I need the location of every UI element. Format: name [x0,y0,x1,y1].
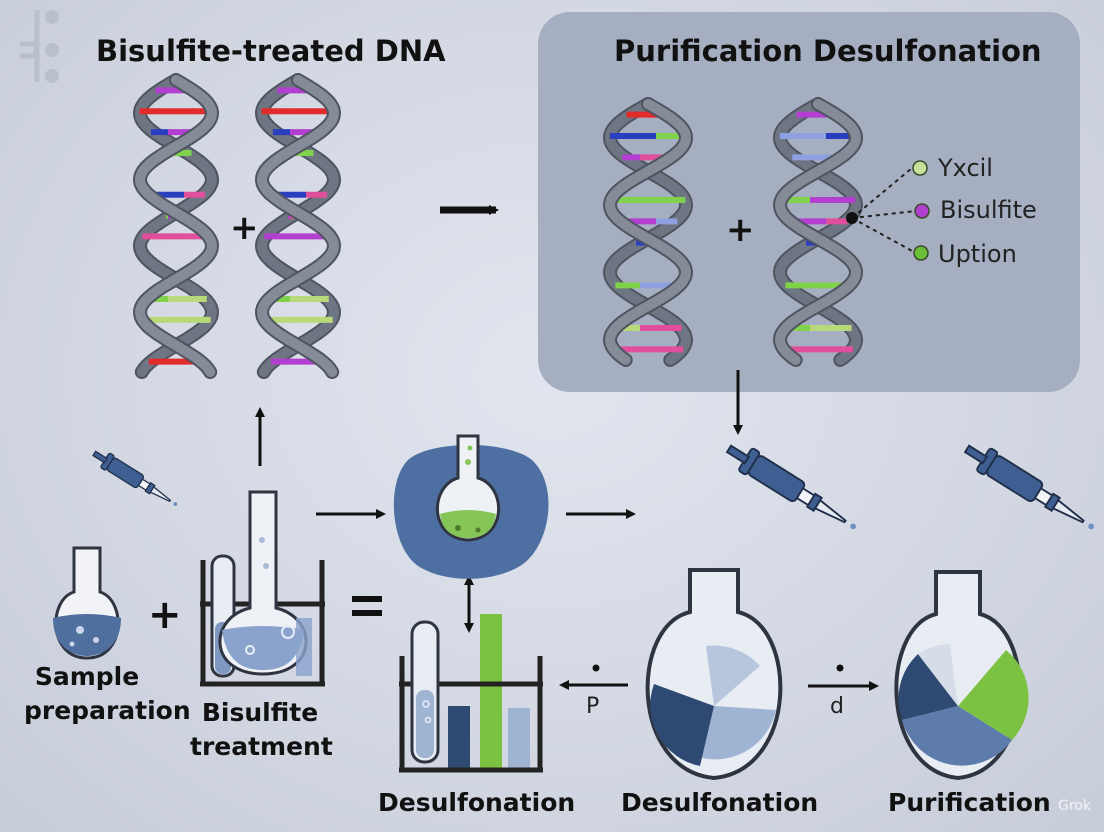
bar-navy [448,706,470,768]
dot-marker [836,664,844,672]
plus-sign-left-helices: + [230,208,259,248]
purification-flask-icon [894,570,1029,781]
legend-label-uption: Uption [938,240,1017,268]
sample-flask-icon [53,546,121,660]
dna-helix-1 [132,73,220,379]
legend-dot-uption [913,245,929,261]
label-desulfonation-beaker: Desulfonation [378,788,576,817]
dna-helix-2 [254,73,342,379]
dna-helix-3 [602,97,694,367]
pipette-icon-purification [963,444,1094,530]
label-d: d [830,694,844,719]
bisulfite-bath-icon [200,490,325,687]
legend-connector [851,167,917,253]
equals-sign [352,596,382,616]
label-desulfonation-flask: Desulfonation [621,788,819,817]
plus-sign-sample: + [148,592,182,638]
pipette-icon-desulfonation [725,444,856,530]
bar-green [480,614,502,768]
legend-label-yxcil: Yxcil [938,154,993,182]
dna-helix-4 [772,97,864,367]
logo-icon [20,10,59,83]
pipette-icon-sample [92,450,178,506]
reactor-flask-icon [393,434,549,579]
beaker-rack-icon [399,614,543,773]
legend-anchor-dot [846,212,858,224]
legend-dot-bisulfite [914,203,930,219]
flow-arrows [255,205,879,691]
plus-sign-right-helices: + [726,210,755,250]
legend-dot-yxcil [912,160,928,176]
label-p: P [586,694,600,719]
desulfonation-flask-icon [645,568,783,781]
title-purification-desulfonation: Purification Desulfonation [614,34,1042,68]
watermark-text: Grok [1058,798,1091,814]
title-bisulfite-treated-dna: Bisulfite-treated DNA [96,34,446,68]
dot-marker [592,664,600,672]
legend-label-bisulfite: Bisulfite [940,196,1037,224]
label-purification: Purification [888,788,1051,817]
bar-light [508,708,530,768]
